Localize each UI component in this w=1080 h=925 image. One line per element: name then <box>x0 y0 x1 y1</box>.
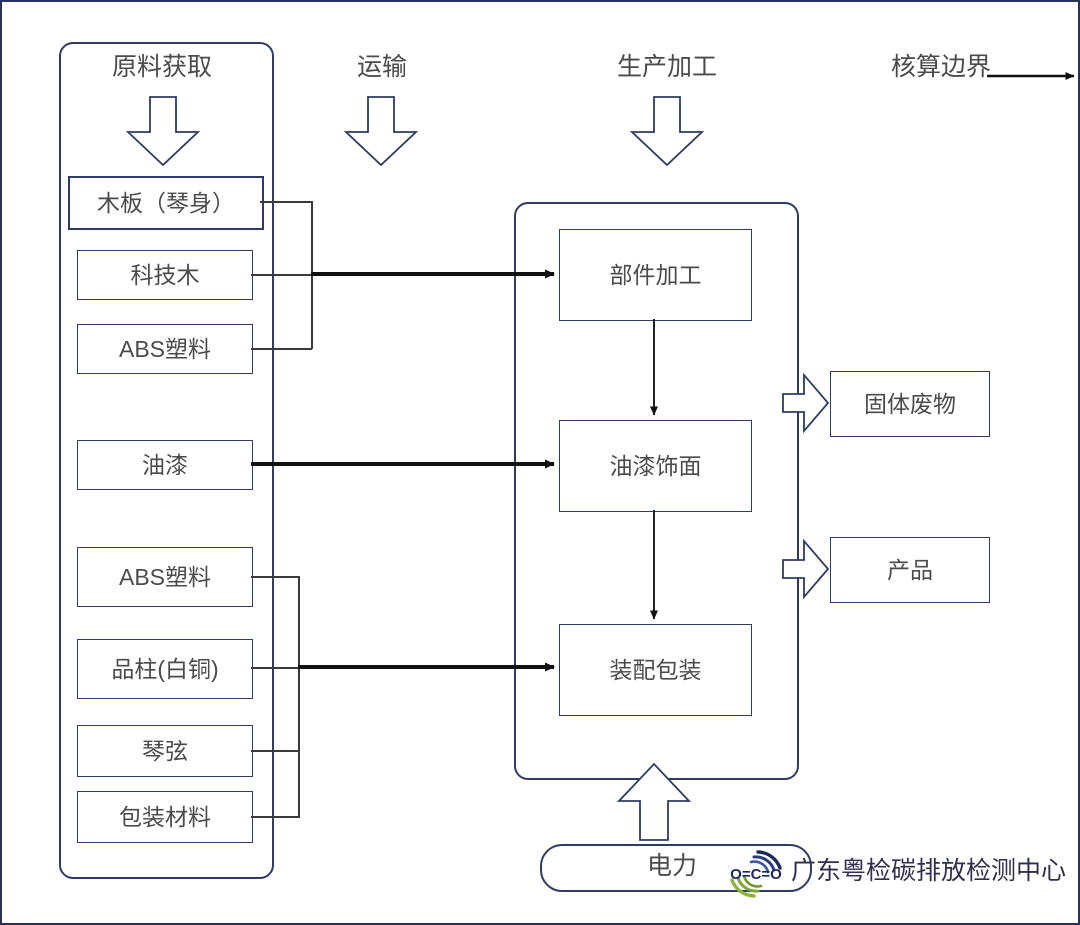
stage-label-raw-material: 原料获取 <box>111 53 212 81</box>
block-arrow-up-electricity <box>616 762 692 841</box>
output-box-solid-waste[interactable]: 固体废物 <box>830 371 990 437</box>
block-arrow-down-raw-material <box>125 96 201 167</box>
connector-abs-upper-stub <box>251 348 312 350</box>
energy-box-electricity[interactable] <box>540 844 812 892</box>
connector-fret-stub <box>251 667 300 669</box>
stage-label-production: 生产加工 <box>616 53 717 81</box>
connector-engineered-wood-stub <box>251 274 312 276</box>
block-arrow-down-transport <box>343 96 419 167</box>
connector-wood-board-stub <box>260 201 312 203</box>
block-arrow-down-production <box>629 96 705 167</box>
energy-label: 电力 <box>646 852 697 880</box>
block-arrow-right-solid-waste <box>782 372 830 434</box>
connector-strings-stub <box>251 750 300 752</box>
watermark-logo-icon: O=C=O <box>730 850 782 898</box>
connector-lower-bus <box>298 576 300 817</box>
block-arrow-right-product <box>782 538 830 600</box>
stage-label-transport: 运输 <box>356 53 407 81</box>
raw-material-panel <box>59 42 274 879</box>
stage-label-boundary: 核算边界 <box>890 53 991 81</box>
connector-abs-lower-stub <box>251 576 300 578</box>
watermark-logo-text: O=C=O <box>730 866 782 883</box>
watermark-org-name: 广东粤检碳排放检测中心 <box>791 857 1067 885</box>
connector-packaging-stub <box>251 816 300 818</box>
